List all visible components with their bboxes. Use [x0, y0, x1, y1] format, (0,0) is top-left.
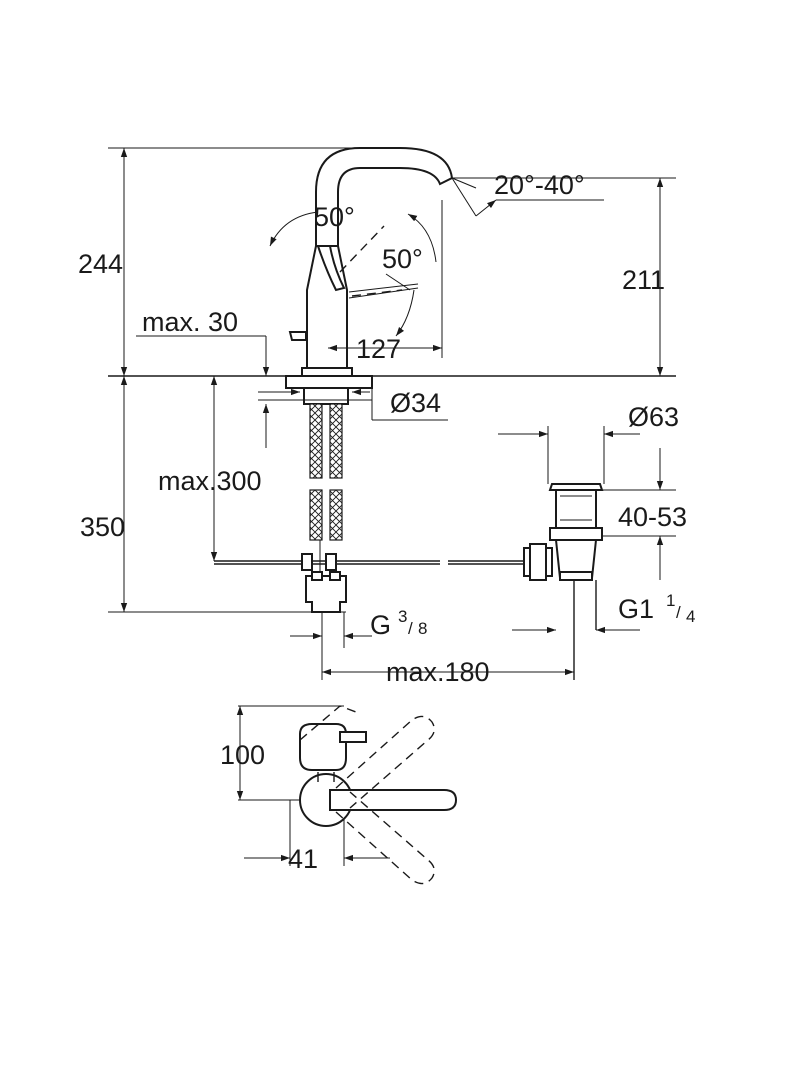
svg-text:/: /: [408, 619, 413, 638]
label-waste-adjust: 40-53: [618, 502, 687, 532]
svg-text:/: /: [676, 603, 681, 622]
lever-position-dashed: [339, 225, 385, 273]
label-top-width: 41: [288, 844, 318, 874]
label-spout-reach: 127: [356, 334, 401, 364]
lever-handle: [316, 245, 346, 292]
lever-swing-dashed: [335, 715, 435, 809]
label-top-depth: 100: [220, 740, 265, 770]
label-spout-angle: 20°-40°: [494, 170, 585, 200]
label-spout-height: 211: [622, 265, 665, 295]
label-waste-thread-den: 4: [686, 607, 695, 626]
pop-up-waste: [523, 483, 604, 680]
label-waste-thread: G1: [618, 594, 654, 624]
dimension-lines: [108, 148, 676, 680]
label-inlet-thread-den: 8: [418, 619, 427, 638]
popup-rod: [214, 553, 524, 571]
label-waste-thread-num: 1: [666, 591, 675, 610]
label-deck-thickness: max. 30: [142, 307, 238, 337]
label-swivel-right: 50°: [382, 244, 423, 274]
label-inlet-thread: G: [370, 610, 391, 640]
label-hole-diameter: Ø34: [390, 388, 441, 418]
lever-top: [329, 789, 458, 811]
supply-hose-right: [329, 403, 343, 479]
label-total-height: 244: [78, 249, 123, 279]
label-swivel-left: 50°: [314, 202, 355, 232]
faucet-side-view: [108, 147, 676, 613]
faucet-base: [301, 367, 353, 377]
label-waste-diameter: Ø63: [628, 402, 679, 432]
label-under-deck: 350: [80, 512, 125, 542]
supply-hose-left: [309, 403, 323, 479]
label-inlet-thread-num: 3: [398, 607, 407, 626]
faucet-top-view: [236, 705, 458, 885]
label-rod-length: max.180: [386, 657, 490, 687]
label-hose-length: max.300: [158, 466, 262, 496]
